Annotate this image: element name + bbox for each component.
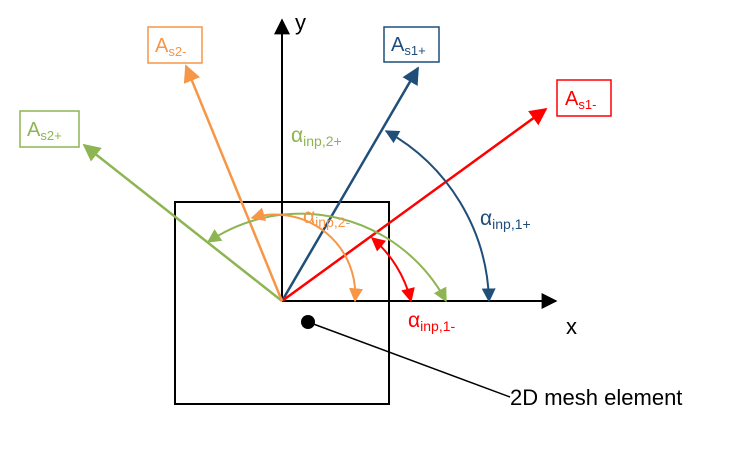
- caption-2d-mesh-element: 2D mesh element: [510, 385, 682, 410]
- angle-label-inp2minus: αinp,2-: [303, 205, 350, 230]
- angle-label-inp1minus: αinp,1-: [408, 309, 455, 334]
- vector-as2minus: [183, 64, 284, 302]
- arc-inp1plus: [384, 130, 496, 303]
- label-as1minus: As1-: [556, 79, 612, 117]
- svg-text:As1+: As1+: [391, 34, 426, 58]
- svg-text:As1-: As1-: [565, 88, 596, 112]
- arc-inp2minus: [250, 207, 363, 303]
- vector-as2plus: [82, 143, 283, 302]
- label-as2plus: As2+: [19, 110, 80, 148]
- x-axis-label: x: [566, 314, 577, 339]
- label-as1plus: As1+: [383, 26, 440, 63]
- caption-leader-line: [307, 321, 511, 398]
- label-as2minus: As2-: [147, 26, 203, 64]
- svg-text:As2-: As2-: [155, 35, 186, 59]
- svg-text:As2+: As2+: [27, 119, 62, 143]
- angle-label-inp1plus: αinp,1+: [480, 207, 531, 232]
- y-axis-label: y: [295, 10, 306, 35]
- arc-inp1minus: [370, 237, 415, 303]
- angle-label-inp2plus: αinp,2+: [291, 124, 342, 149]
